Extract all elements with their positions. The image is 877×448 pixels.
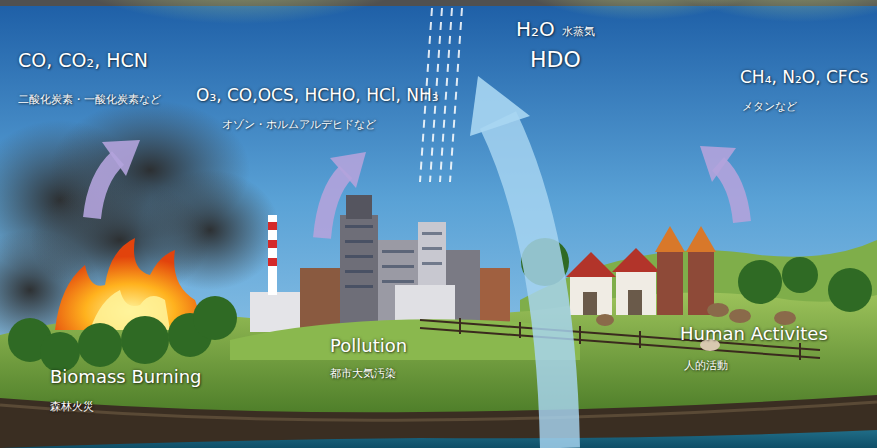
japanese-note: 水蒸気 [562, 26, 595, 39]
species-label: CO, CO₂, HCN [18, 50, 148, 72]
source-label: Biomass Burning [50, 367, 202, 388]
japanese-note: 都市大気汚染 [330, 368, 396, 381]
species-label: CH₄, N₂O, CFCs [740, 68, 868, 88]
source-label: Human Activites [680, 324, 828, 345]
source-label: Pollution [330, 336, 407, 357]
species-label: O₃, CO,OCS, HCHO, HCl, NH₃ [196, 86, 439, 106]
japanese-note: 森林火災 [50, 401, 94, 414]
japanese-note: 二酸化炭素・一酸化炭素など [18, 94, 161, 107]
japanese-note: 人的活動 [684, 360, 728, 373]
japanese-note: メタンなど [742, 101, 797, 114]
species-label: H₂O [516, 18, 555, 41]
japanese-note: オゾン・ホルムアルデヒドなど [222, 119, 376, 132]
species-label: HDO [530, 47, 581, 72]
